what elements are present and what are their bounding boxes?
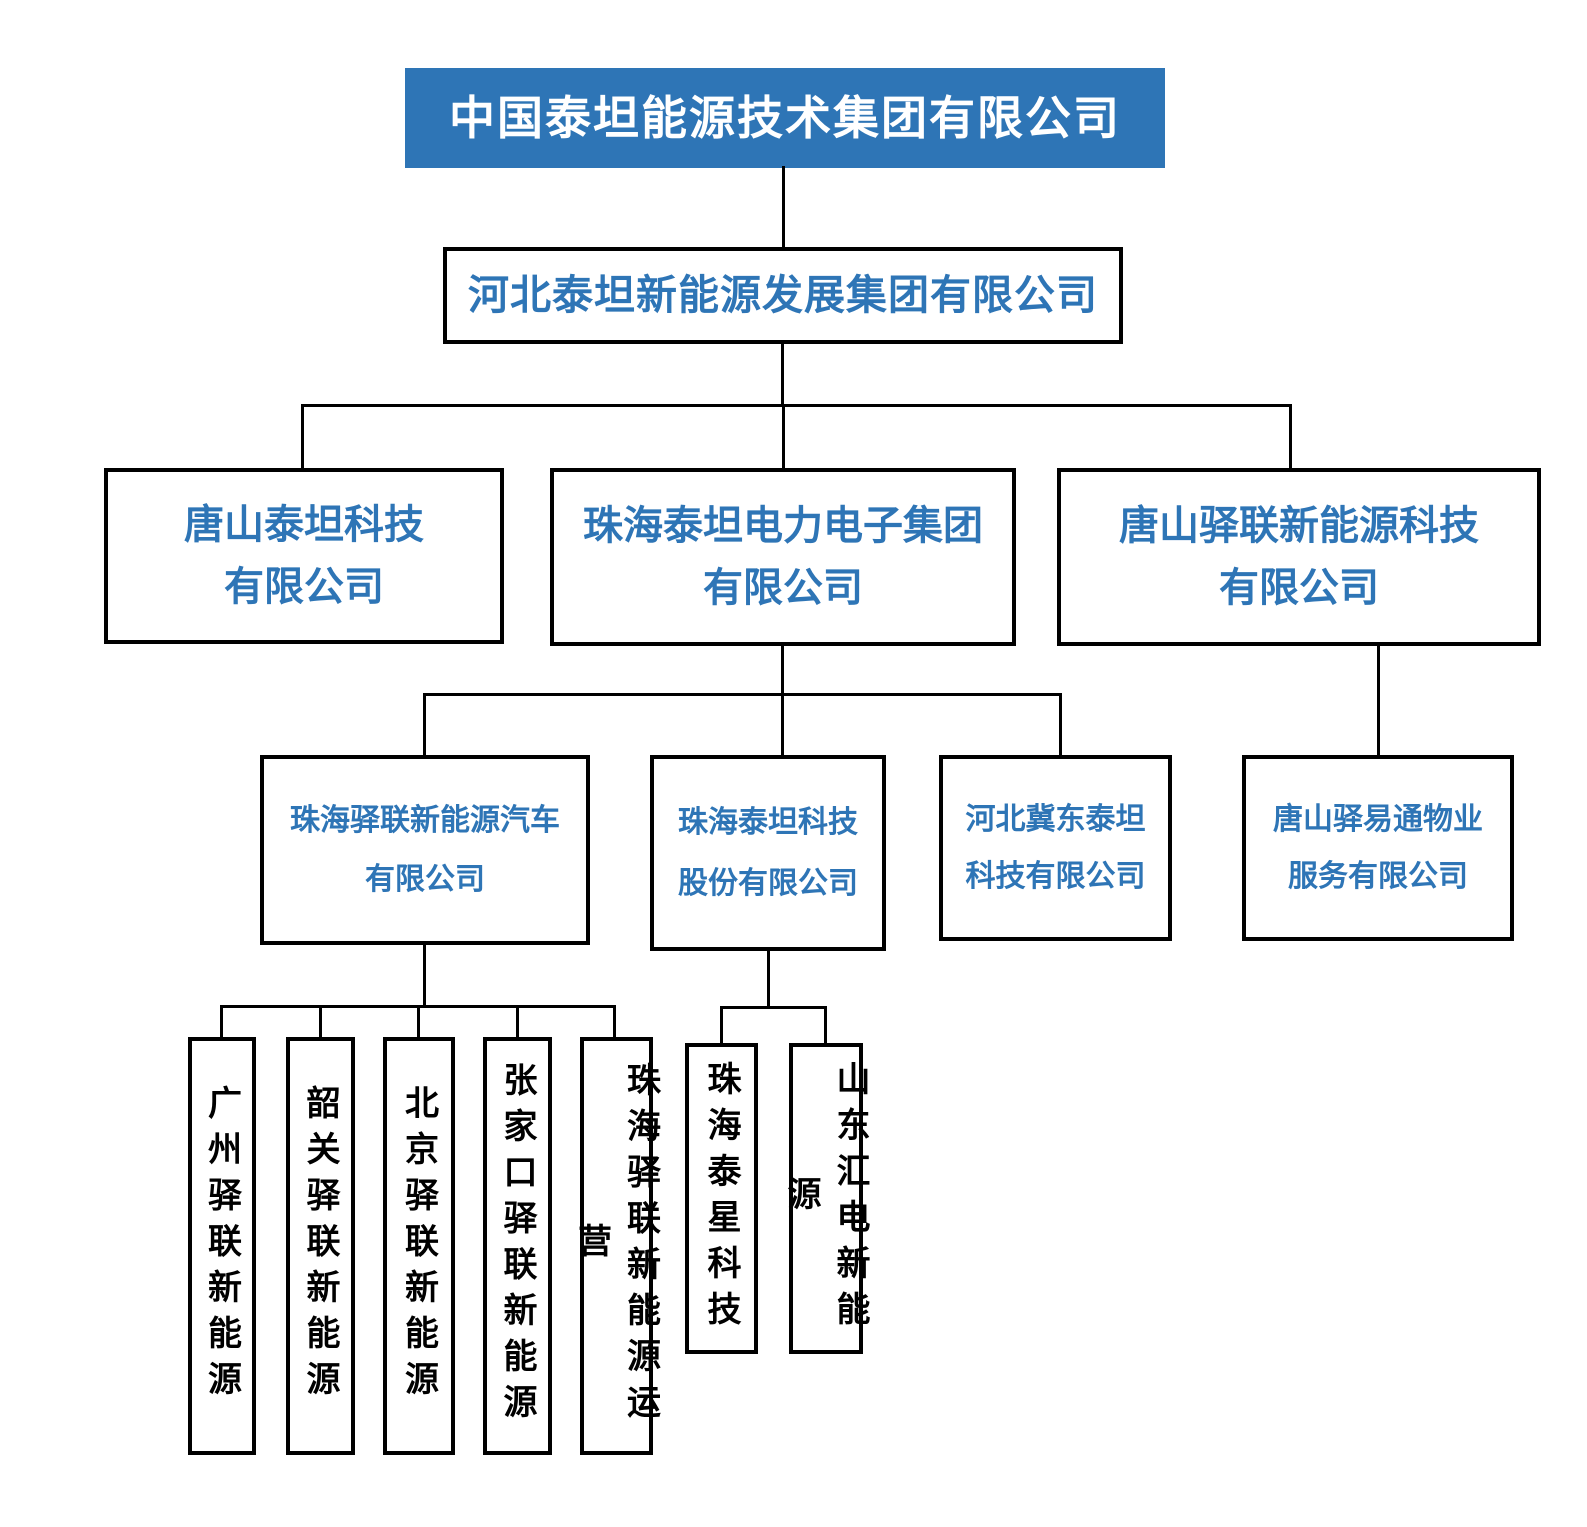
node-zhuhai-taixing-tech: 珠海泰星科技 [685, 1043, 758, 1354]
node-tangshan-titan-tech: 唐山泰坦科技 有限公司 [104, 468, 504, 644]
connector-l3-rail [301, 404, 1292, 407]
node-label-line1: 珠海泰坦科技 [678, 806, 858, 840]
node-label-line2: 有限公司 [224, 564, 384, 609]
connector-drop-l4d [423, 693, 426, 756]
node-shaoguan-yilian: 韶关驿联新能源 [286, 1037, 355, 1455]
connector-drop-l4e [781, 693, 784, 756]
node-label-line1: 唐山泰坦科技 [184, 503, 424, 548]
connector-drop-l4f [1059, 693, 1062, 756]
node-tangshan-yiyitong-property: 唐山驿易通物业 服务有限公司 [1242, 755, 1514, 941]
node-guangzhou-yilian: 广州驿联新能源 [188, 1037, 256, 1455]
node-china-titan-root: 中国泰坦能源技术集团有限公司 [405, 68, 1165, 168]
connector-drop-huidian [824, 1006, 827, 1045]
node-label-line2: 有限公司 [365, 862, 485, 896]
node-label: 中国泰坦能源技术集团有限公司 [449, 91, 1121, 144]
connector-drop-l3b [782, 404, 785, 470]
node-beijing-yilian: 北京驿联新能源 [383, 1037, 455, 1455]
node-label: 广州驿联新能源 [202, 1085, 241, 1407]
connector-root-to-l2 [782, 166, 785, 248]
node-hebei-jidong-titan: 河北冀东泰坦 科技有限公司 [939, 755, 1172, 941]
node-zhuhai-yilian-auto: 珠海驿联新能源汽车 有限公司 [260, 755, 590, 945]
connector-drop-l3c [1289, 404, 1292, 470]
connector-group2-rail [720, 1006, 827, 1009]
connector-l3c-to-l4g [1377, 646, 1380, 756]
node-label-line1: 珠海泰坦电力电子集团 [583, 504, 983, 548]
node-label: 珠海泰星科技 [702, 1060, 740, 1337]
node-label-line1: 唐山驿联新能源科技 [1119, 504, 1479, 548]
node-zhuhai-yilian-operation: 珠海驿联新能源运营 [573, 1037, 660, 1455]
node-label: 河北泰坦新能源发展集团有限公司 [468, 271, 1098, 318]
node-zhuhai-titan-power: 珠海泰坦电力电子集团 有限公司 [550, 468, 1016, 646]
node-label: 韶关驿联新能源 [301, 1085, 339, 1407]
connector-l4e-stem [767, 948, 770, 1008]
connector-drop-zhuhai-ops [613, 1005, 616, 1039]
connector-l2-stem [781, 342, 784, 406]
node-label-line1: 河北冀东泰坦 [965, 803, 1146, 836]
node-label-line1: 珠海驿联新能源汽车 [290, 804, 560, 838]
connector-l4d-stem [423, 943, 426, 1007]
node-label-line2: 股份有限公司 [678, 866, 858, 900]
node-zhuhai-titan-shares: 珠海泰坦科技 股份有限公司 [650, 755, 886, 951]
connector-drop-zhangjiakou [516, 1005, 519, 1039]
node-zhangjiakou-yilian: 张家口驿联新能源 [483, 1037, 552, 1455]
node-label-line2: 有限公司 [703, 566, 863, 610]
node-label-line2: 有限公司 [1219, 566, 1379, 610]
node-label: 山东汇电新能源 [782, 1060, 869, 1337]
node-label-line2: 服务有限公司 [1288, 860, 1468, 893]
connector-drop-taixing [720, 1006, 723, 1045]
node-label: 北京驿联新能源 [399, 1085, 438, 1407]
connector-l3b-stem [781, 646, 784, 696]
node-hebei-titan-newenergy: 河北泰坦新能源发展集团有限公司 [443, 247, 1123, 344]
node-label: 张家口驿联新能源 [498, 1062, 536, 1430]
node-shandong-huidian: 山东汇电新能源 [782, 1043, 869, 1354]
connector-l4-rail [423, 693, 1062, 696]
connector-drop-beijing [417, 1005, 420, 1039]
node-label-line1: 唐山驿易通物业 [1273, 803, 1483, 836]
node-tangshan-yilian-tech: 唐山驿联新能源科技 有限公司 [1057, 468, 1541, 646]
connector-drop-guangzhou [220, 1005, 223, 1039]
connector-drop-shaoguan [319, 1005, 322, 1039]
node-label: 珠海驿联新能源运营 [572, 1062, 660, 1430]
node-label-line2: 科技有限公司 [965, 860, 1146, 893]
connector-drop-l3a [301, 404, 304, 470]
